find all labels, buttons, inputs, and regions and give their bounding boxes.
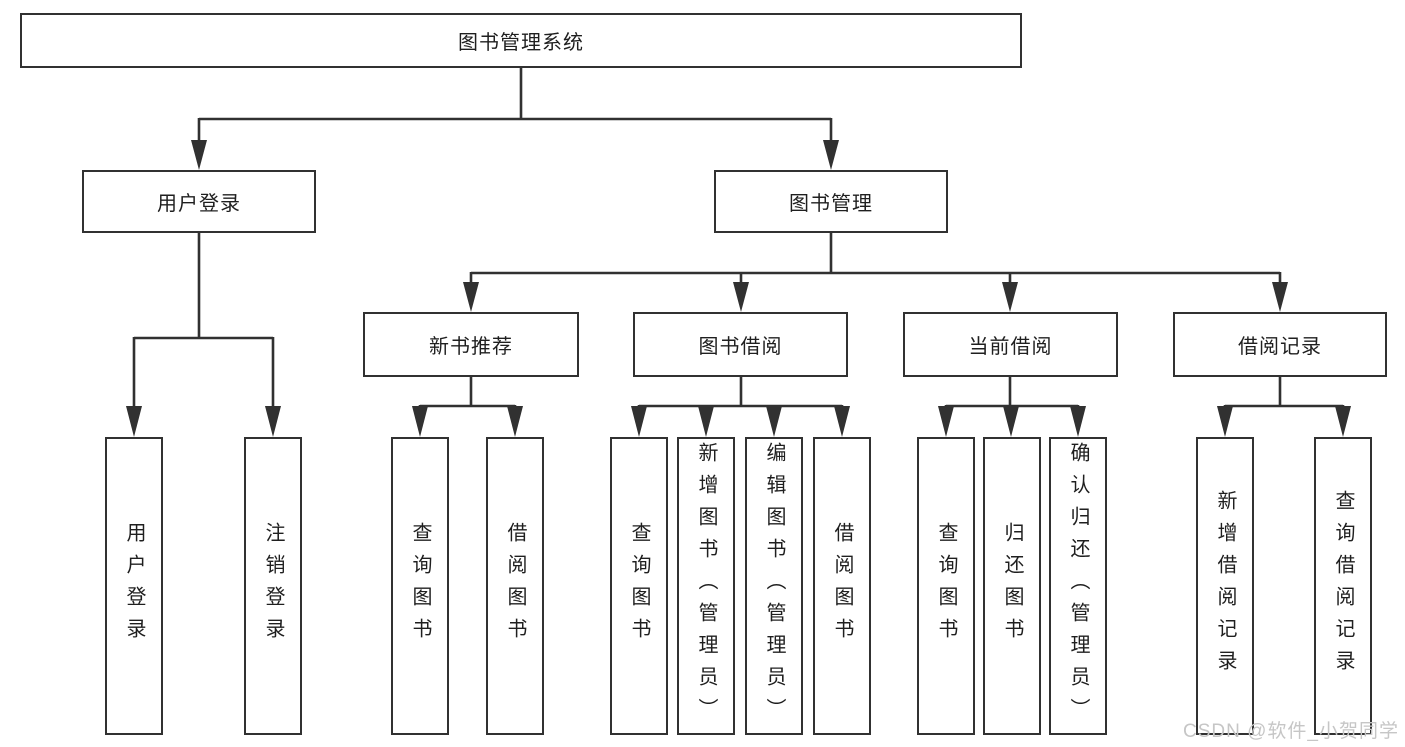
- node-borrow-record: 借阅记录: [1173, 312, 1387, 377]
- leaf-query-books-recommend: 查询图书: [391, 437, 449, 735]
- leaf-label: 查询图书: [935, 522, 957, 650]
- leaf-query-books-current: 查询图书: [917, 437, 975, 735]
- leaf-label: 查询借阅记录: [1332, 490, 1354, 682]
- leaf-label: 用户登录: [123, 522, 145, 650]
- node-book-management: 图书管理: [714, 170, 948, 233]
- arrow-down-icon: [1272, 282, 1288, 312]
- arrow-down-icon: [823, 140, 839, 170]
- leaf-borrow-books-recommend: 借阅图书: [486, 437, 544, 735]
- leaf-label: 注销登录: [262, 522, 284, 650]
- arrow-down-icon: [126, 406, 142, 437]
- node-label: 借阅记录: [1238, 336, 1322, 358]
- leaf-user-login: 用户登录: [105, 437, 163, 735]
- leaf-label: 借阅图书: [831, 522, 853, 650]
- leaf-label: 新增借阅记录: [1214, 490, 1236, 682]
- leaf-label: 归还图书: [1001, 522, 1023, 650]
- arrow-down-icon: [766, 406, 782, 437]
- node-book-borrow: 图书借阅: [633, 312, 848, 377]
- arrow-down-icon: [733, 282, 749, 312]
- leaf-label: 新增图书（管理员）: [695, 442, 717, 730]
- arrow-down-icon: [834, 406, 850, 437]
- arrow-down-icon: [265, 406, 281, 437]
- arrow-down-icon: [631, 406, 647, 437]
- leaf-logout: 注销登录: [244, 437, 302, 735]
- node-current-borrow: 当前借阅: [903, 312, 1118, 377]
- arrow-down-icon: [412, 406, 428, 437]
- arrow-down-icon: [698, 406, 714, 437]
- node-label: 图书管理系统: [458, 32, 584, 54]
- leaf-label: 查询图书: [409, 522, 431, 650]
- leaf-return-book: 归还图书: [983, 437, 1041, 735]
- arrow-down-icon: [1070, 406, 1086, 437]
- arrow-down-icon: [1003, 406, 1019, 437]
- leaf-borrow-books: 借阅图书: [813, 437, 871, 735]
- node-label: 当前借阅: [968, 336, 1053, 358]
- arrow-down-icon: [463, 282, 479, 312]
- node-root-system: 图书管理系统: [20, 13, 1022, 68]
- leaf-label: 查询图书: [628, 522, 650, 650]
- arrow-down-icon: [1002, 282, 1018, 312]
- leaf-add-borrow-record: 新增借阅记录: [1196, 437, 1254, 735]
- leaf-confirm-return-admin: 确认归还（管理员）: [1049, 437, 1107, 735]
- node-new-book-recommend: 新书推荐: [363, 312, 579, 377]
- node-label: 图书管理: [789, 193, 873, 215]
- leaf-query-books-borrow: 查询图书: [610, 437, 668, 735]
- arrow-down-icon: [191, 140, 207, 170]
- leaf-label: 借阅图书: [504, 522, 526, 650]
- leaf-query-borrow-record: 查询借阅记录: [1314, 437, 1372, 735]
- node-label: 用户登录: [157, 193, 241, 215]
- arrow-down-icon: [507, 406, 523, 437]
- arrow-down-icon: [1217, 406, 1233, 437]
- leaf-label: 编辑图书（管理员）: [763, 442, 785, 730]
- watermark: CSDN @软件_小贺同学: [1183, 721, 1399, 742]
- node-label: 新书推荐: [429, 336, 513, 358]
- leaf-edit-book-admin: 编辑图书（管理员）: [745, 437, 803, 735]
- node-label: 图书借阅: [698, 336, 783, 358]
- leaf-label: 确认归还（管理员）: [1067, 442, 1089, 730]
- node-user-login: 用户登录: [82, 170, 316, 233]
- arrow-down-icon: [938, 406, 954, 437]
- arrow-down-icon: [1335, 406, 1351, 437]
- leaf-add-book-admin: 新增图书（管理员）: [677, 437, 735, 735]
